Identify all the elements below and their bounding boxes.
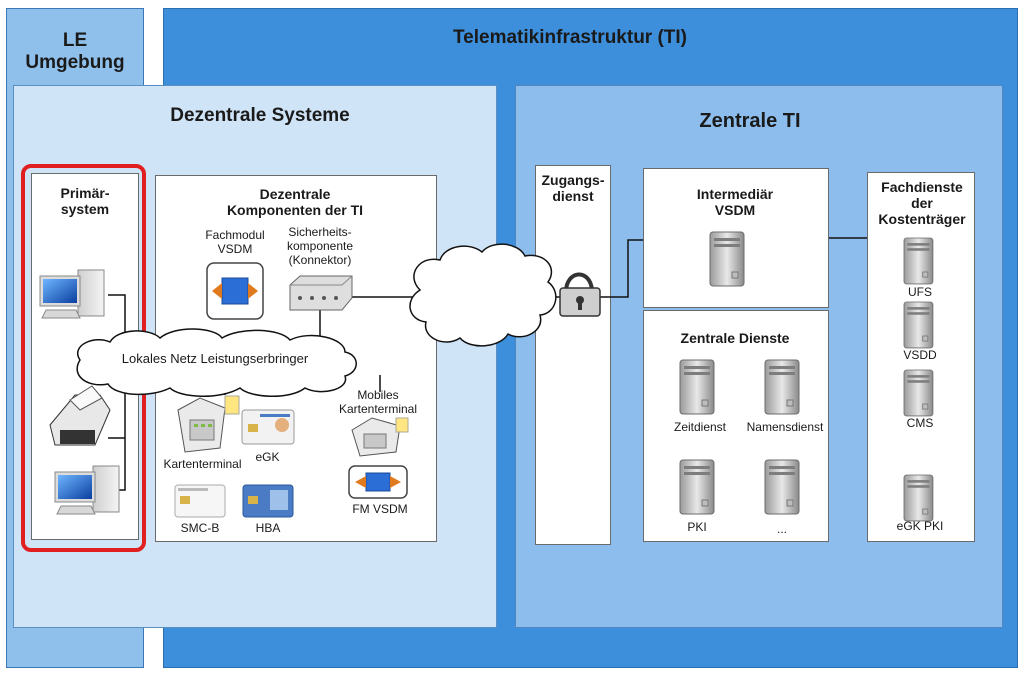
zugangsdienst-label: Zugangs- dienst — [541, 172, 605, 205]
vsdd-label: VSDD — [903, 348, 937, 362]
smartcard-icon-smcb — [174, 484, 226, 518]
lan-cloud-icon — [76, 328, 357, 397]
computer-icon-2 — [54, 465, 120, 515]
mobile-card-terminal-icon — [351, 417, 409, 457]
kartenterminal-label: Kartenterminal — [163, 457, 242, 471]
egk-label: eGK — [255, 450, 280, 464]
mobiles-kartenterminal-label: Mobiles Kartenterminal — [338, 388, 418, 416]
internet-cloud-icon — [409, 243, 557, 347]
more-label: ... — [776, 522, 787, 536]
server-icon-intermediaer — [709, 231, 745, 287]
zentrale-ti-title: Zentrale TI — [699, 110, 801, 132]
server-icon-more — [764, 459, 800, 515]
zeitdienst-label: Zeitdienst — [673, 420, 727, 434]
server-icon-egk-pki — [903, 474, 934, 522]
printer-icon — [49, 385, 111, 446]
fachdienste-label: Fachdienste der Kostenträger — [878, 179, 966, 228]
smartcard-icon-egk — [241, 409, 295, 445]
fachmodul-label: Fachmodul VSDM — [205, 228, 265, 256]
computer-icon-1 — [39, 269, 105, 319]
connector-icon — [289, 275, 353, 311]
smartcard-icon-hba — [242, 484, 294, 518]
dezentrale-systeme-title: Dezentrale Systeme — [170, 105, 350, 126]
server-icon-zeitdienst — [679, 359, 715, 415]
cms-label: CMS — [906, 416, 934, 430]
server-icon-vsdd — [903, 301, 934, 349]
primaersystem-label: Primär- system — [60, 185, 110, 218]
egk-pki-label: eGK PKI — [896, 519, 944, 533]
sicherheitskomponente-label: Sicherheits- komponente (Konnektor) — [286, 225, 354, 267]
intermediaer-label: Intermediär VSDM — [696, 186, 774, 219]
server-icon-ufs — [903, 237, 934, 285]
fm-vsdm-module-icon — [348, 465, 408, 499]
lock-icon — [559, 272, 601, 317]
fm-vsdm-label: FM VSDM — [352, 502, 408, 516]
server-icon-cms — [903, 369, 934, 417]
namensdienst-label: Namensdienst — [746, 420, 824, 434]
lan-label: Lokales Netz Leistungserbringer — [121, 351, 309, 366]
module-icon — [206, 262, 264, 320]
smcb-label: SMC-B — [180, 521, 220, 535]
server-icon-pki — [679, 459, 715, 515]
zugangsdienst-box — [535, 165, 611, 545]
hba-label: HBA — [255, 521, 281, 535]
ufs-label: UFS — [908, 285, 932, 299]
komponenten-title: Dezentrale Komponenten der TI — [226, 186, 364, 219]
ti-title: Telematikinfrastruktur (TI) — [452, 27, 688, 48]
card-terminal-icon — [177, 395, 240, 453]
zentrale-dienste-label: Zentrale Dienste — [680, 330, 790, 346]
le-umgebung-title: LE Umgebung — [25, 30, 125, 73]
pki-label: PKI — [687, 520, 707, 534]
server-icon-namensdienst — [764, 359, 800, 415]
